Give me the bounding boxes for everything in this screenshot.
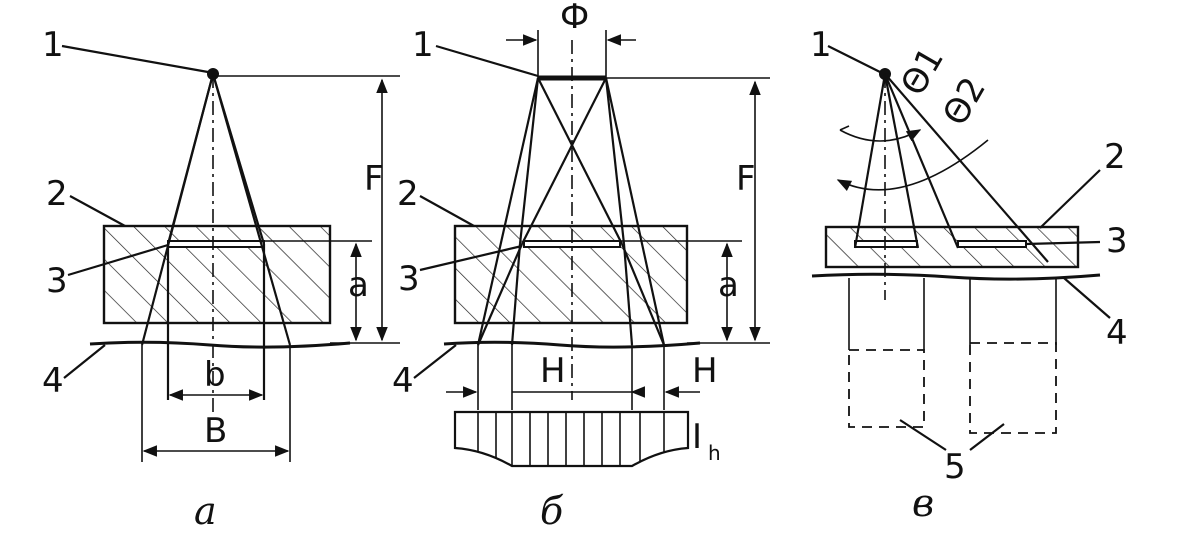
- label-5: 5: [944, 447, 966, 487]
- label-H-2: H: [692, 351, 718, 391]
- label-2-b: 2: [397, 174, 419, 214]
- label-phi: Ф: [560, 0, 589, 37]
- label-H-1: H: [540, 351, 566, 391]
- ray-a-4: [211, 73, 266, 245]
- label-theta2: Θ2: [935, 71, 994, 133]
- label-a-b: a: [718, 265, 739, 305]
- intensity-profile-ticks: [477, 412, 665, 466]
- film-line-b: [443, 340, 701, 349]
- label-4-a: 4: [42, 361, 64, 401]
- label-B: B: [204, 411, 227, 451]
- label-1-c: 1: [810, 25, 832, 65]
- label-2-a: 2: [46, 174, 68, 214]
- label-I: I: [692, 417, 702, 457]
- caption-v: в: [912, 481, 934, 525]
- label-1-a: 1: [42, 25, 64, 65]
- label-h-subscript: h: [708, 441, 721, 465]
- intensity-profile: [453, 410, 690, 468]
- projection-image-2: [969, 342, 1057, 434]
- label-2-c: 2: [1104, 137, 1126, 177]
- caption-b: б: [540, 489, 564, 533]
- ray-a-3: [166, 73, 215, 245]
- film-line-a: [89, 340, 351, 349]
- panel-a: 1 2 3 4 F a b B а: [42, 25, 400, 533]
- label-4-c: 4: [1106, 313, 1128, 353]
- label-4-b: 4: [392, 361, 414, 401]
- defect-c-2: [957, 240, 1027, 248]
- label-b: b: [204, 355, 226, 395]
- angle-theta2-arc: [836, 139, 989, 192]
- label-3-b: 3: [398, 259, 420, 299]
- angle-theta1-arc: [839, 129, 922, 142]
- label-F-b: F: [736, 159, 756, 199]
- defect-a: [167, 240, 265, 248]
- defect-c-1: [854, 240, 918, 248]
- panel-c: 1 2 3 4 5 Θ1 Θ2 в: [810, 25, 1128, 525]
- projection-image-1: [848, 349, 925, 428]
- label-F-a: F: [364, 159, 384, 199]
- label-1-b: 1: [412, 25, 434, 65]
- panel-b: 1 2 3 4 Ф F a H H I h б: [392, 0, 770, 533]
- label-3-c: 3: [1106, 221, 1128, 261]
- label-3-a: 3: [46, 261, 68, 301]
- caption-a: а: [194, 489, 217, 533]
- film-line-c: [811, 272, 1101, 281]
- label-a-a: a: [348, 265, 369, 305]
